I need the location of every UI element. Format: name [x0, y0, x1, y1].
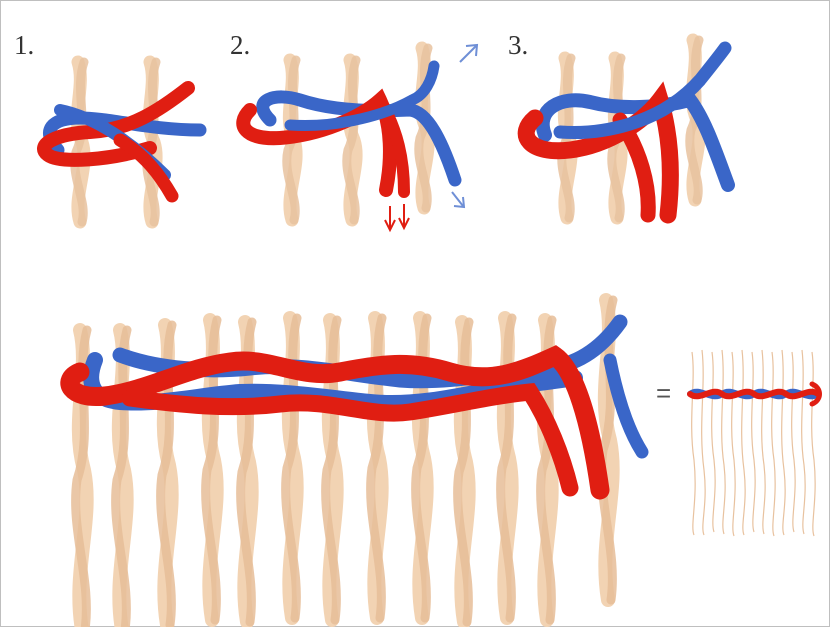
warp-strand	[116, 330, 127, 627]
red-arrow-down-icon	[385, 206, 395, 230]
finished-sample	[690, 350, 820, 536]
step1-illustration	[44, 62, 200, 222]
step-2-label: 2.	[230, 32, 250, 59]
red-arrow-down-icon	[399, 204, 409, 228]
step-1-label: 1.	[14, 32, 34, 59]
warp-strand	[347, 60, 356, 220]
blue-arrow-down-right-icon	[452, 192, 464, 207]
full-row-illustration	[70, 300, 642, 627]
sample-weave	[690, 384, 820, 404]
warp-strand	[75, 62, 84, 222]
equals-sign: =	[656, 378, 671, 409]
step-3-label: 3.	[508, 32, 528, 59]
warp-strand	[501, 318, 512, 618]
blue-arrow-up-right-icon	[460, 45, 477, 62]
step2-illustration	[243, 45, 477, 230]
step3-illustration	[526, 40, 728, 218]
fringe-threads	[692, 350, 815, 536]
